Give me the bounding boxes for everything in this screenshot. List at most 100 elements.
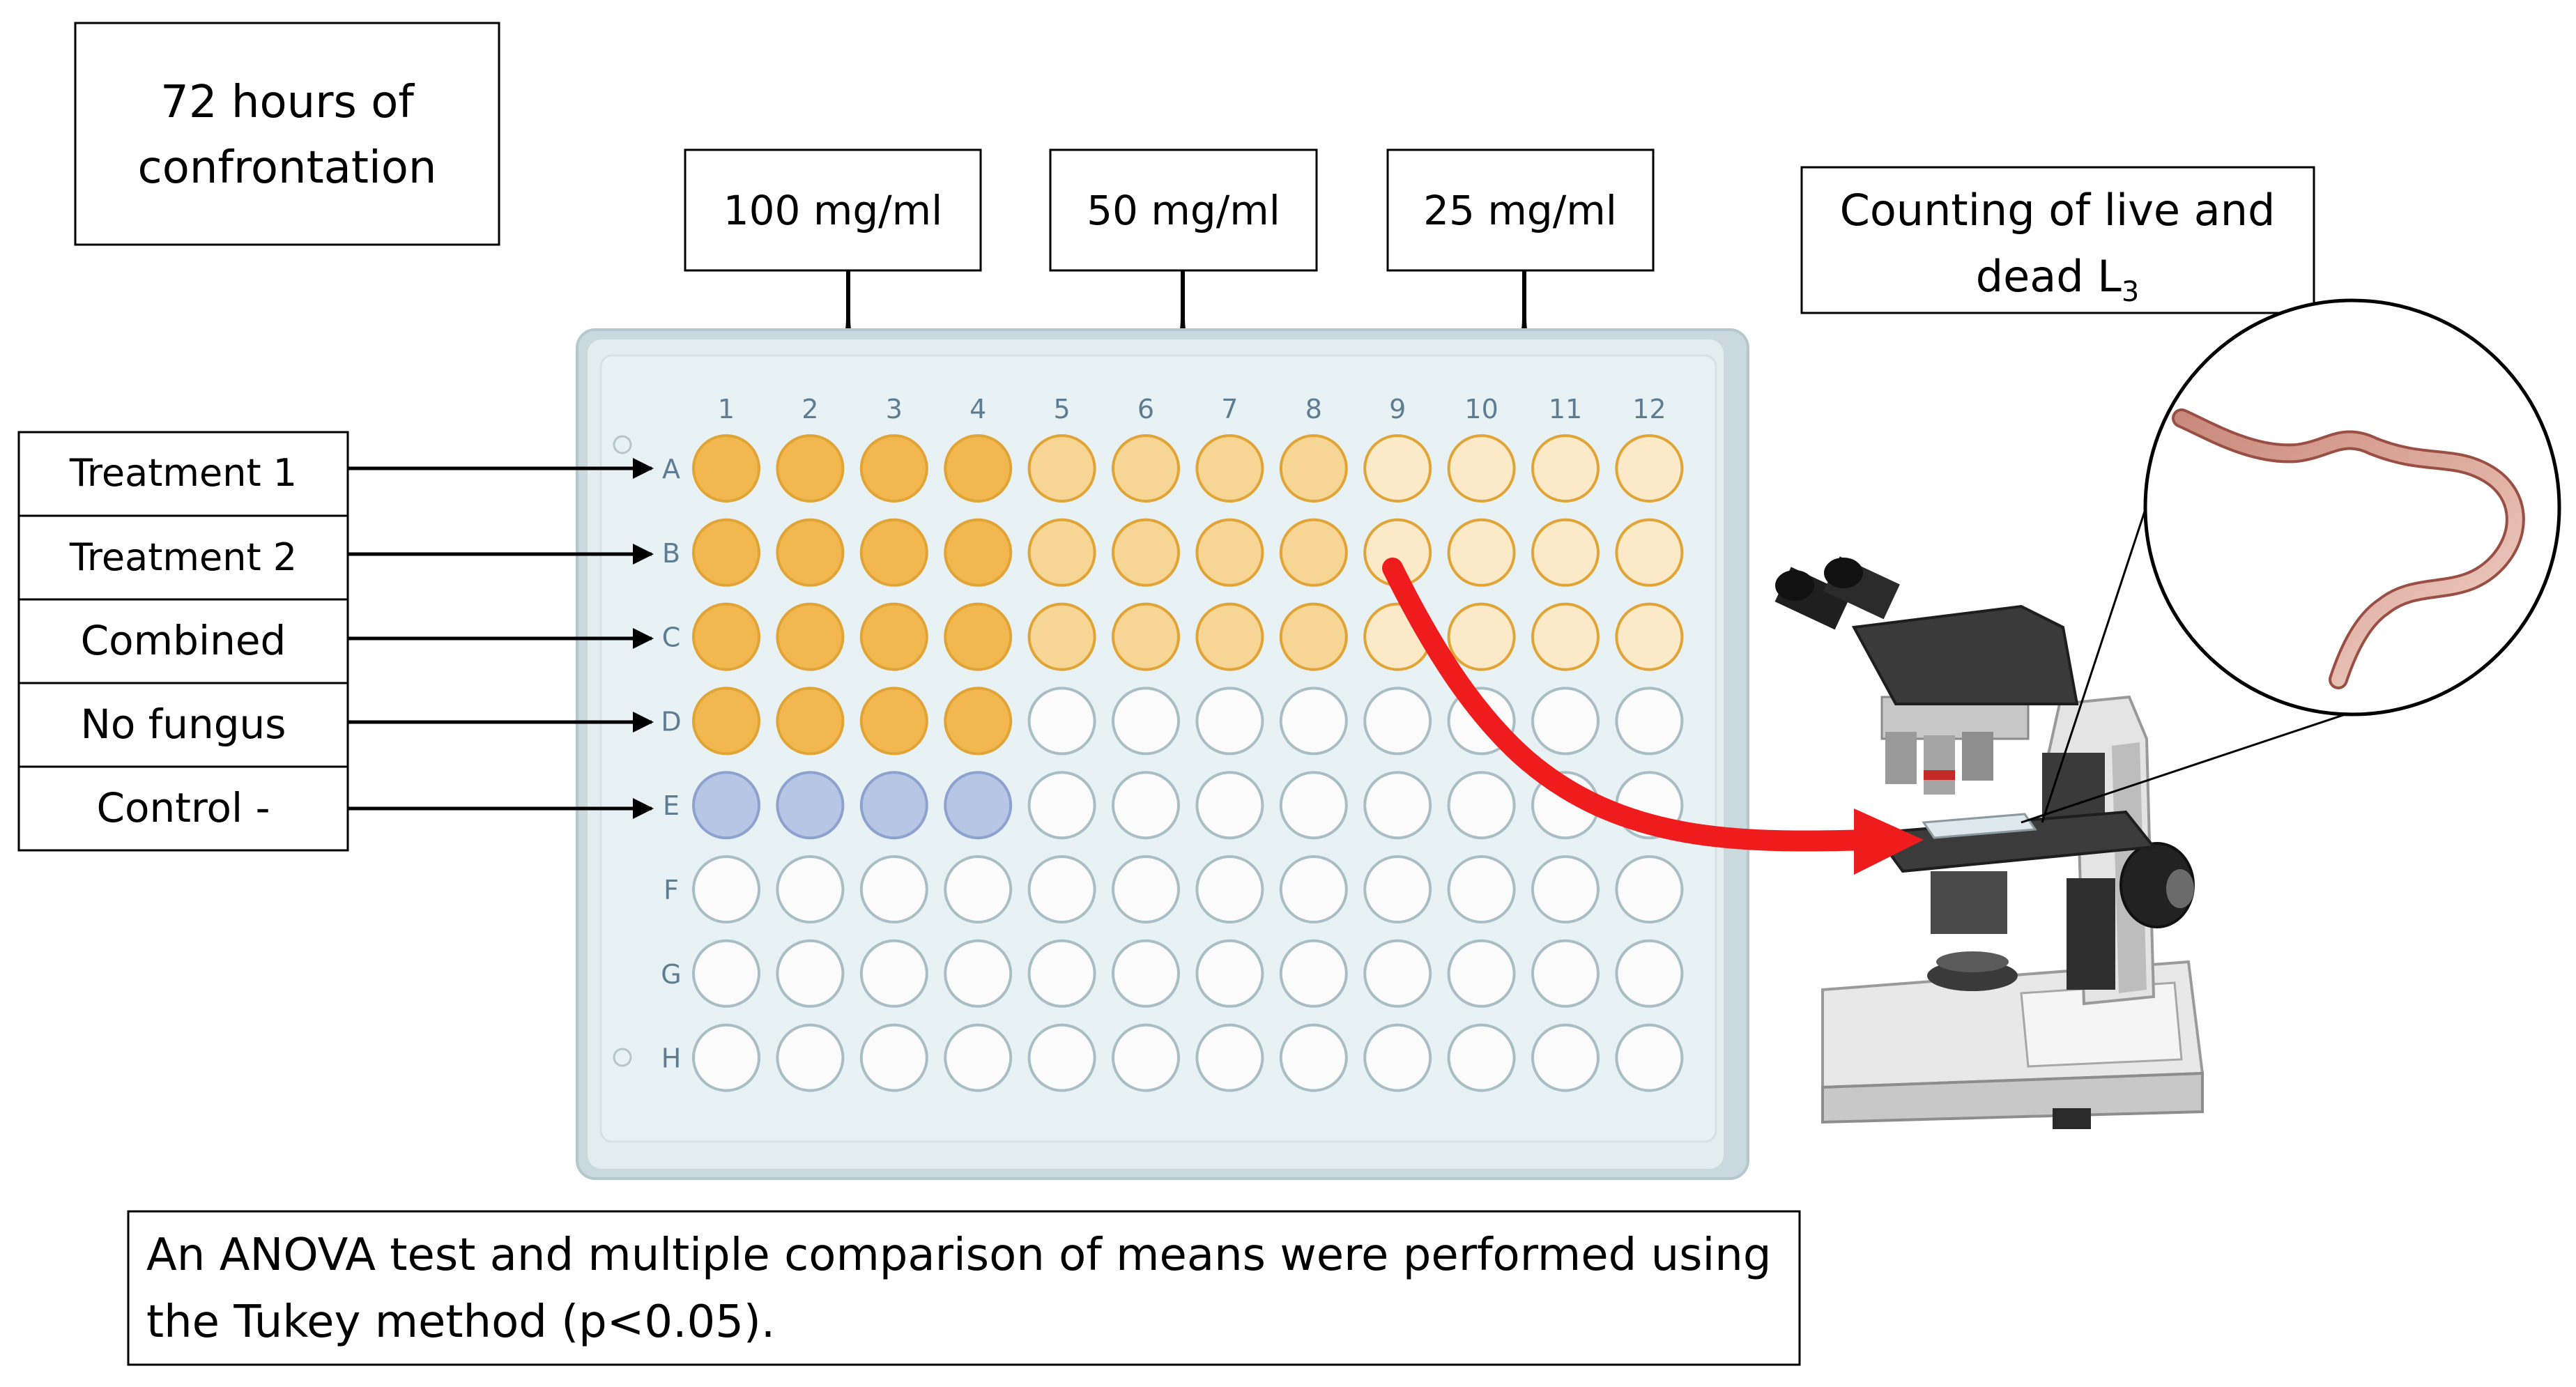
treatment-label: Control - <box>96 784 270 832</box>
well <box>1195 855 1264 924</box>
column-label: 5 <box>1054 394 1071 424</box>
well <box>1531 855 1600 924</box>
row-label: B <box>662 538 680 569</box>
column-label: 1 <box>718 394 735 424</box>
well <box>1112 687 1180 756</box>
counting-box: Counting of live and dead L3 <box>1800 166 2315 314</box>
well <box>1195 1023 1264 1092</box>
well <box>776 602 845 671</box>
microscope-focus-support <box>2067 878 2115 990</box>
well <box>1447 771 1516 840</box>
well <box>1112 434 1180 503</box>
concentration-label: 100 mg/ml <box>723 187 943 234</box>
well <box>944 687 1013 756</box>
sampling-arrow-body <box>1382 558 1878 852</box>
well <box>1279 855 1348 924</box>
well <box>1279 434 1348 503</box>
eyepiece-cap <box>1824 558 1863 588</box>
well <box>1027 855 1096 924</box>
concentration-label: 25 mg/ml <box>1423 187 1617 234</box>
well <box>859 518 928 587</box>
column-label: 11 <box>1549 394 1582 424</box>
treatment-label: Treatment 1 <box>69 451 297 495</box>
well <box>1447 939 1516 1008</box>
well <box>1195 687 1264 756</box>
plate-corner-mark <box>613 435 632 454</box>
objective-ring <box>1924 770 1955 780</box>
row-label: C <box>662 622 681 653</box>
row-label: E <box>663 790 680 821</box>
column-label: 2 <box>802 394 818 424</box>
well <box>1363 1023 1432 1092</box>
well <box>1112 771 1180 840</box>
well <box>944 855 1013 924</box>
well <box>859 687 928 756</box>
well <box>1531 687 1600 756</box>
well <box>1615 687 1684 756</box>
well <box>944 518 1013 587</box>
duration-line-1: 72 hours of <box>160 77 415 128</box>
row-label: F <box>664 875 679 905</box>
well <box>1531 602 1600 671</box>
well <box>1027 1023 1096 1092</box>
well <box>1027 939 1096 1008</box>
column-label: 12 <box>1632 394 1666 424</box>
concentration-box-50: 50 mg/ml <box>1049 148 1318 272</box>
well <box>1615 1023 1684 1092</box>
well <box>1195 771 1264 840</box>
statistics-note: An ANOVA test and multiple comparison of… <box>127 1210 1801 1366</box>
duration-box: 72 hours of confrontation <box>74 22 500 246</box>
well <box>1279 602 1348 671</box>
well <box>1279 518 1348 587</box>
eyepiece-cap <box>1775 570 1814 601</box>
objective-lens <box>1924 735 1955 795</box>
well <box>944 434 1013 503</box>
well <box>692 687 760 756</box>
well <box>944 771 1013 840</box>
well <box>1027 518 1096 587</box>
well <box>1615 855 1684 924</box>
well <box>1363 687 1432 756</box>
well <box>692 855 760 924</box>
well <box>1447 855 1516 924</box>
counting-subscript: 3 <box>2122 276 2139 308</box>
well <box>1279 771 1348 840</box>
well <box>692 771 760 840</box>
well <box>859 602 928 671</box>
well <box>944 1023 1013 1092</box>
row-label: D <box>661 706 681 737</box>
well <box>1112 602 1180 671</box>
well <box>692 1023 760 1092</box>
well <box>1027 602 1096 671</box>
row-label: A <box>662 454 680 484</box>
well <box>944 939 1013 1008</box>
microscope-condenser <box>1931 871 2007 934</box>
well <box>1531 939 1600 1008</box>
column-label: 10 <box>1464 394 1498 424</box>
well <box>1615 602 1684 671</box>
well <box>776 939 845 1008</box>
treatment-label: No fungus <box>80 700 286 748</box>
row-label: H <box>661 1043 682 1074</box>
microscope-head <box>1851 604 2079 705</box>
light-source-top <box>1936 951 2009 972</box>
magnified-circle <box>2143 298 2561 717</box>
well <box>1279 1023 1348 1092</box>
treatment-box-3: Combined <box>17 598 349 684</box>
microscope-base-front <box>1821 1071 2204 1124</box>
counting-line-2: dead L3 <box>1976 251 2140 308</box>
treatment-arrows <box>348 458 654 819</box>
well <box>776 518 845 587</box>
note-line-2: the Tukey method (p<0.05). <box>146 1296 775 1348</box>
sampling-arrow-head <box>1854 809 1924 875</box>
column-label: 3 <box>886 394 903 424</box>
well <box>1615 434 1684 503</box>
well <box>776 434 845 503</box>
well <box>1447 518 1516 587</box>
column-label: 6 <box>1137 394 1154 424</box>
well <box>1447 434 1516 503</box>
counting-line-1: Counting of live and <box>1840 185 2276 236</box>
microscope-slide <box>1922 813 2037 839</box>
well <box>1279 687 1348 756</box>
